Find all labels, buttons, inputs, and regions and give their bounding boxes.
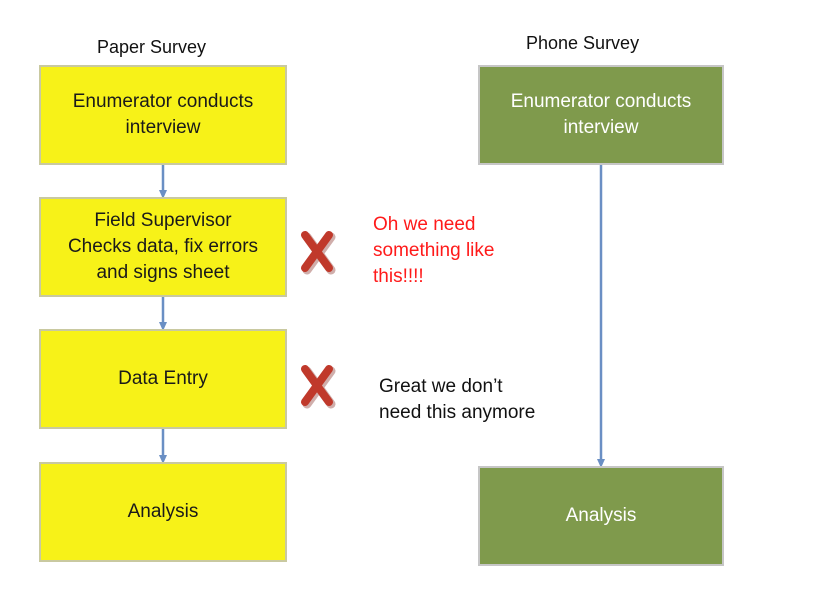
paper-step-interview: Enumerator conducts interview (39, 65, 287, 165)
paper-step-field-supervisor: Field Supervisor Checks data, fix errors… (39, 197, 287, 297)
supervisor-note: Oh we need something like this!!!! (373, 214, 495, 287)
phone-step-analysis: Analysis (478, 466, 724, 566)
phone-survey-heading: Phone Survey (526, 33, 640, 53)
paper-step-data-entry: Data Entry (39, 329, 287, 429)
x-mark-icon (301, 365, 336, 409)
paper-survey-heading: Paper Survey (97, 37, 207, 57)
phone-step-interview: Enumerator conducts interview (478, 65, 724, 165)
data-entry-note: Great we don’t need this anymore (379, 376, 536, 423)
paper-step-analysis: Analysis (39, 462, 287, 562)
x-mark-icon (301, 231, 336, 275)
